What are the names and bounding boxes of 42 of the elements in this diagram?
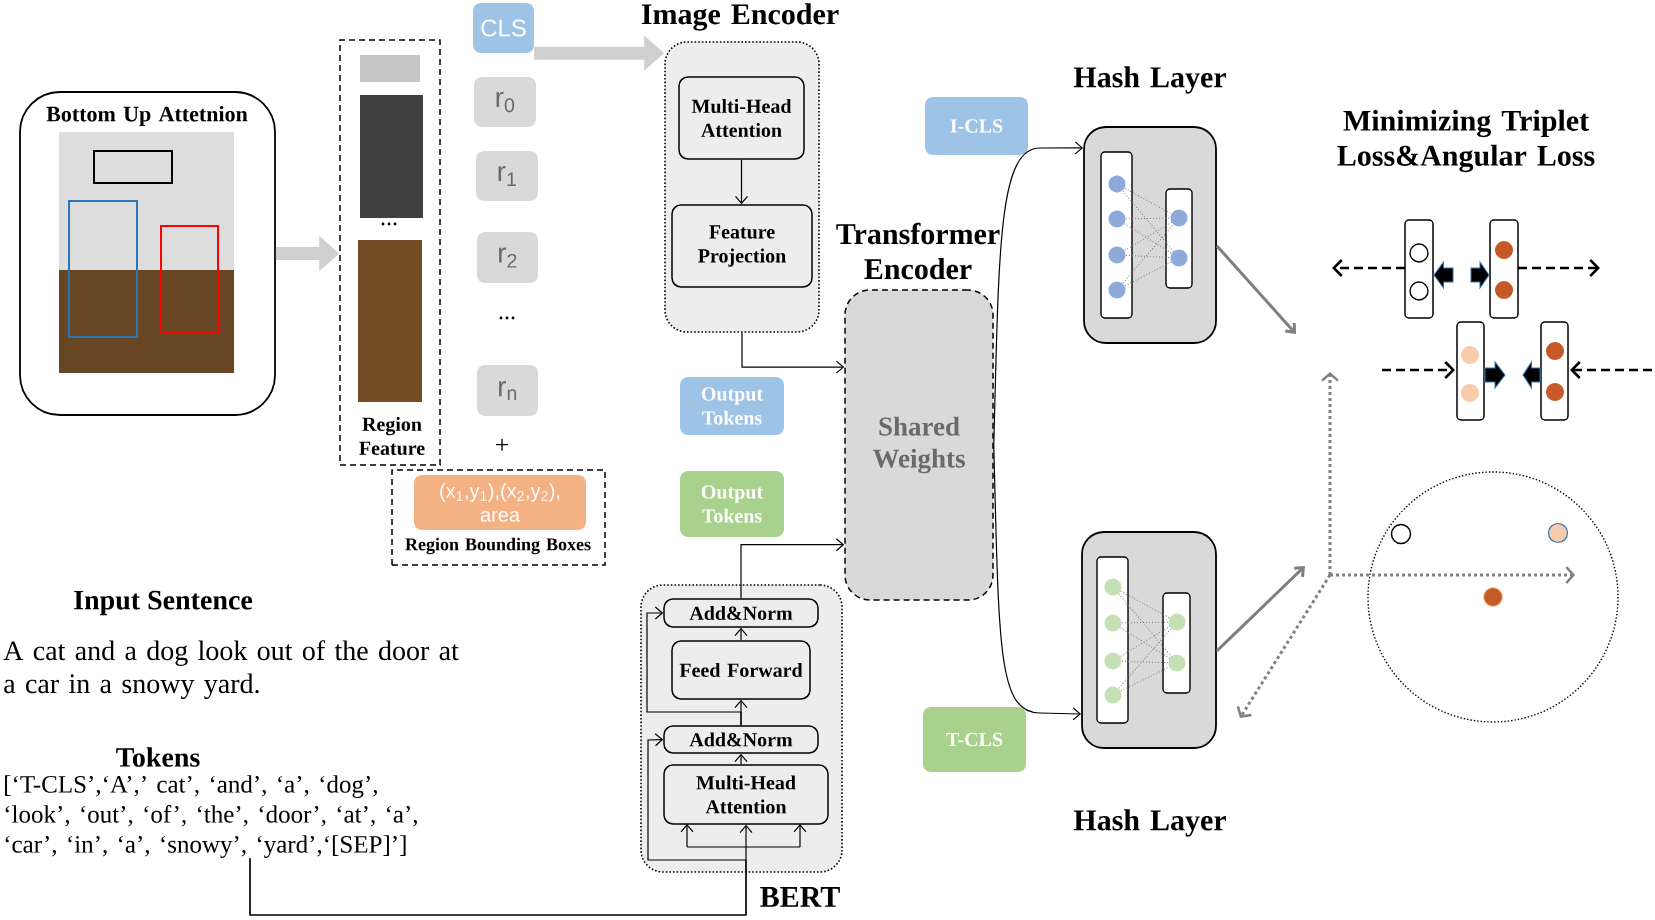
- token-box: (x$_{1}$,y$_{1}$),(x$_{2}$,y$_{2}$), area: [414, 475, 586, 530]
- token-box: r$_{2}$: [477, 232, 538, 283]
- token-box: T-CLS: [923, 707, 1026, 772]
- panel-title: Region Bounding Boxes: [405, 537, 591, 555]
- process-box: Add&Norm: [663, 598, 819, 628]
- token-box: Output Tokens: [680, 377, 784, 435]
- ellipsis: ...: [381, 222, 397, 226]
- shared-encoder-box: Shared Weights: [844, 289, 994, 601]
- panel-title: Hash Layer: [1073, 66, 1226, 94]
- token-box: r$_{n}$: [477, 365, 538, 416]
- arrow: [1215, 244, 1296, 334]
- plus-sign: +: [496, 438, 509, 451]
- arrow: [646, 606, 742, 726]
- panel-title: Hash Layer: [1073, 809, 1226, 837]
- arrow: [993, 141, 1084, 446]
- process-box: Add&Norm: [663, 725, 819, 754]
- sentence: A cat and a dog look out of the door at a car in a snowy yard.: [3, 640, 459, 699]
- section-title: Minimizing Triplet Loss&Angular Loss: [1337, 109, 1595, 173]
- arrow: [993, 444, 1082, 721]
- arrow: [740, 538, 845, 599]
- panel-title: Bottom Up Attetnion: [46, 106, 248, 126]
- arrow: [1215, 566, 1305, 652]
- panel-title: Region Feature: [359, 416, 425, 456]
- section-title: Input Sentence: [74, 590, 253, 616]
- ellipsis: ...: [499, 316, 515, 320]
- token-box: Output Tokens: [680, 471, 784, 537]
- token-box: I-CLS: [925, 97, 1028, 155]
- token-box: CLS: [473, 3, 534, 53]
- panel-title: Image Encoder: [641, 3, 839, 31]
- process-box: Multi-Head Attention: [663, 764, 829, 825]
- token-list: [‘T-CLS’,‘A’,’ cat’, ‘and’, ‘a’, ‘dog’, ‘look’, ‘out’, ‘of’, ‘the’, ‘door’, ‘at’, ‘a’, ‘car’, ‘in’, ‘a’, ‘snowy’, ‘yard’,‘[SEP]’]: [5, 775, 417, 858]
- process-box: Multi-Head Attention: [678, 76, 805, 160]
- panel-title: Transformer Encoder: [836, 222, 1000, 280]
- panel-title: BERT: [760, 887, 840, 907]
- process-box: Feed Forward: [671, 640, 811, 700]
- process-box: Feature Projection: [671, 204, 813, 288]
- arrow: [741, 332, 845, 374]
- arrow: [734, 159, 749, 205]
- panel-title: Tokens: [116, 747, 200, 767]
- token-box: r$_{1}$: [476, 151, 538, 201]
- arrow: [249, 733, 747, 916]
- token-box: r$_{0}$: [474, 77, 536, 127]
